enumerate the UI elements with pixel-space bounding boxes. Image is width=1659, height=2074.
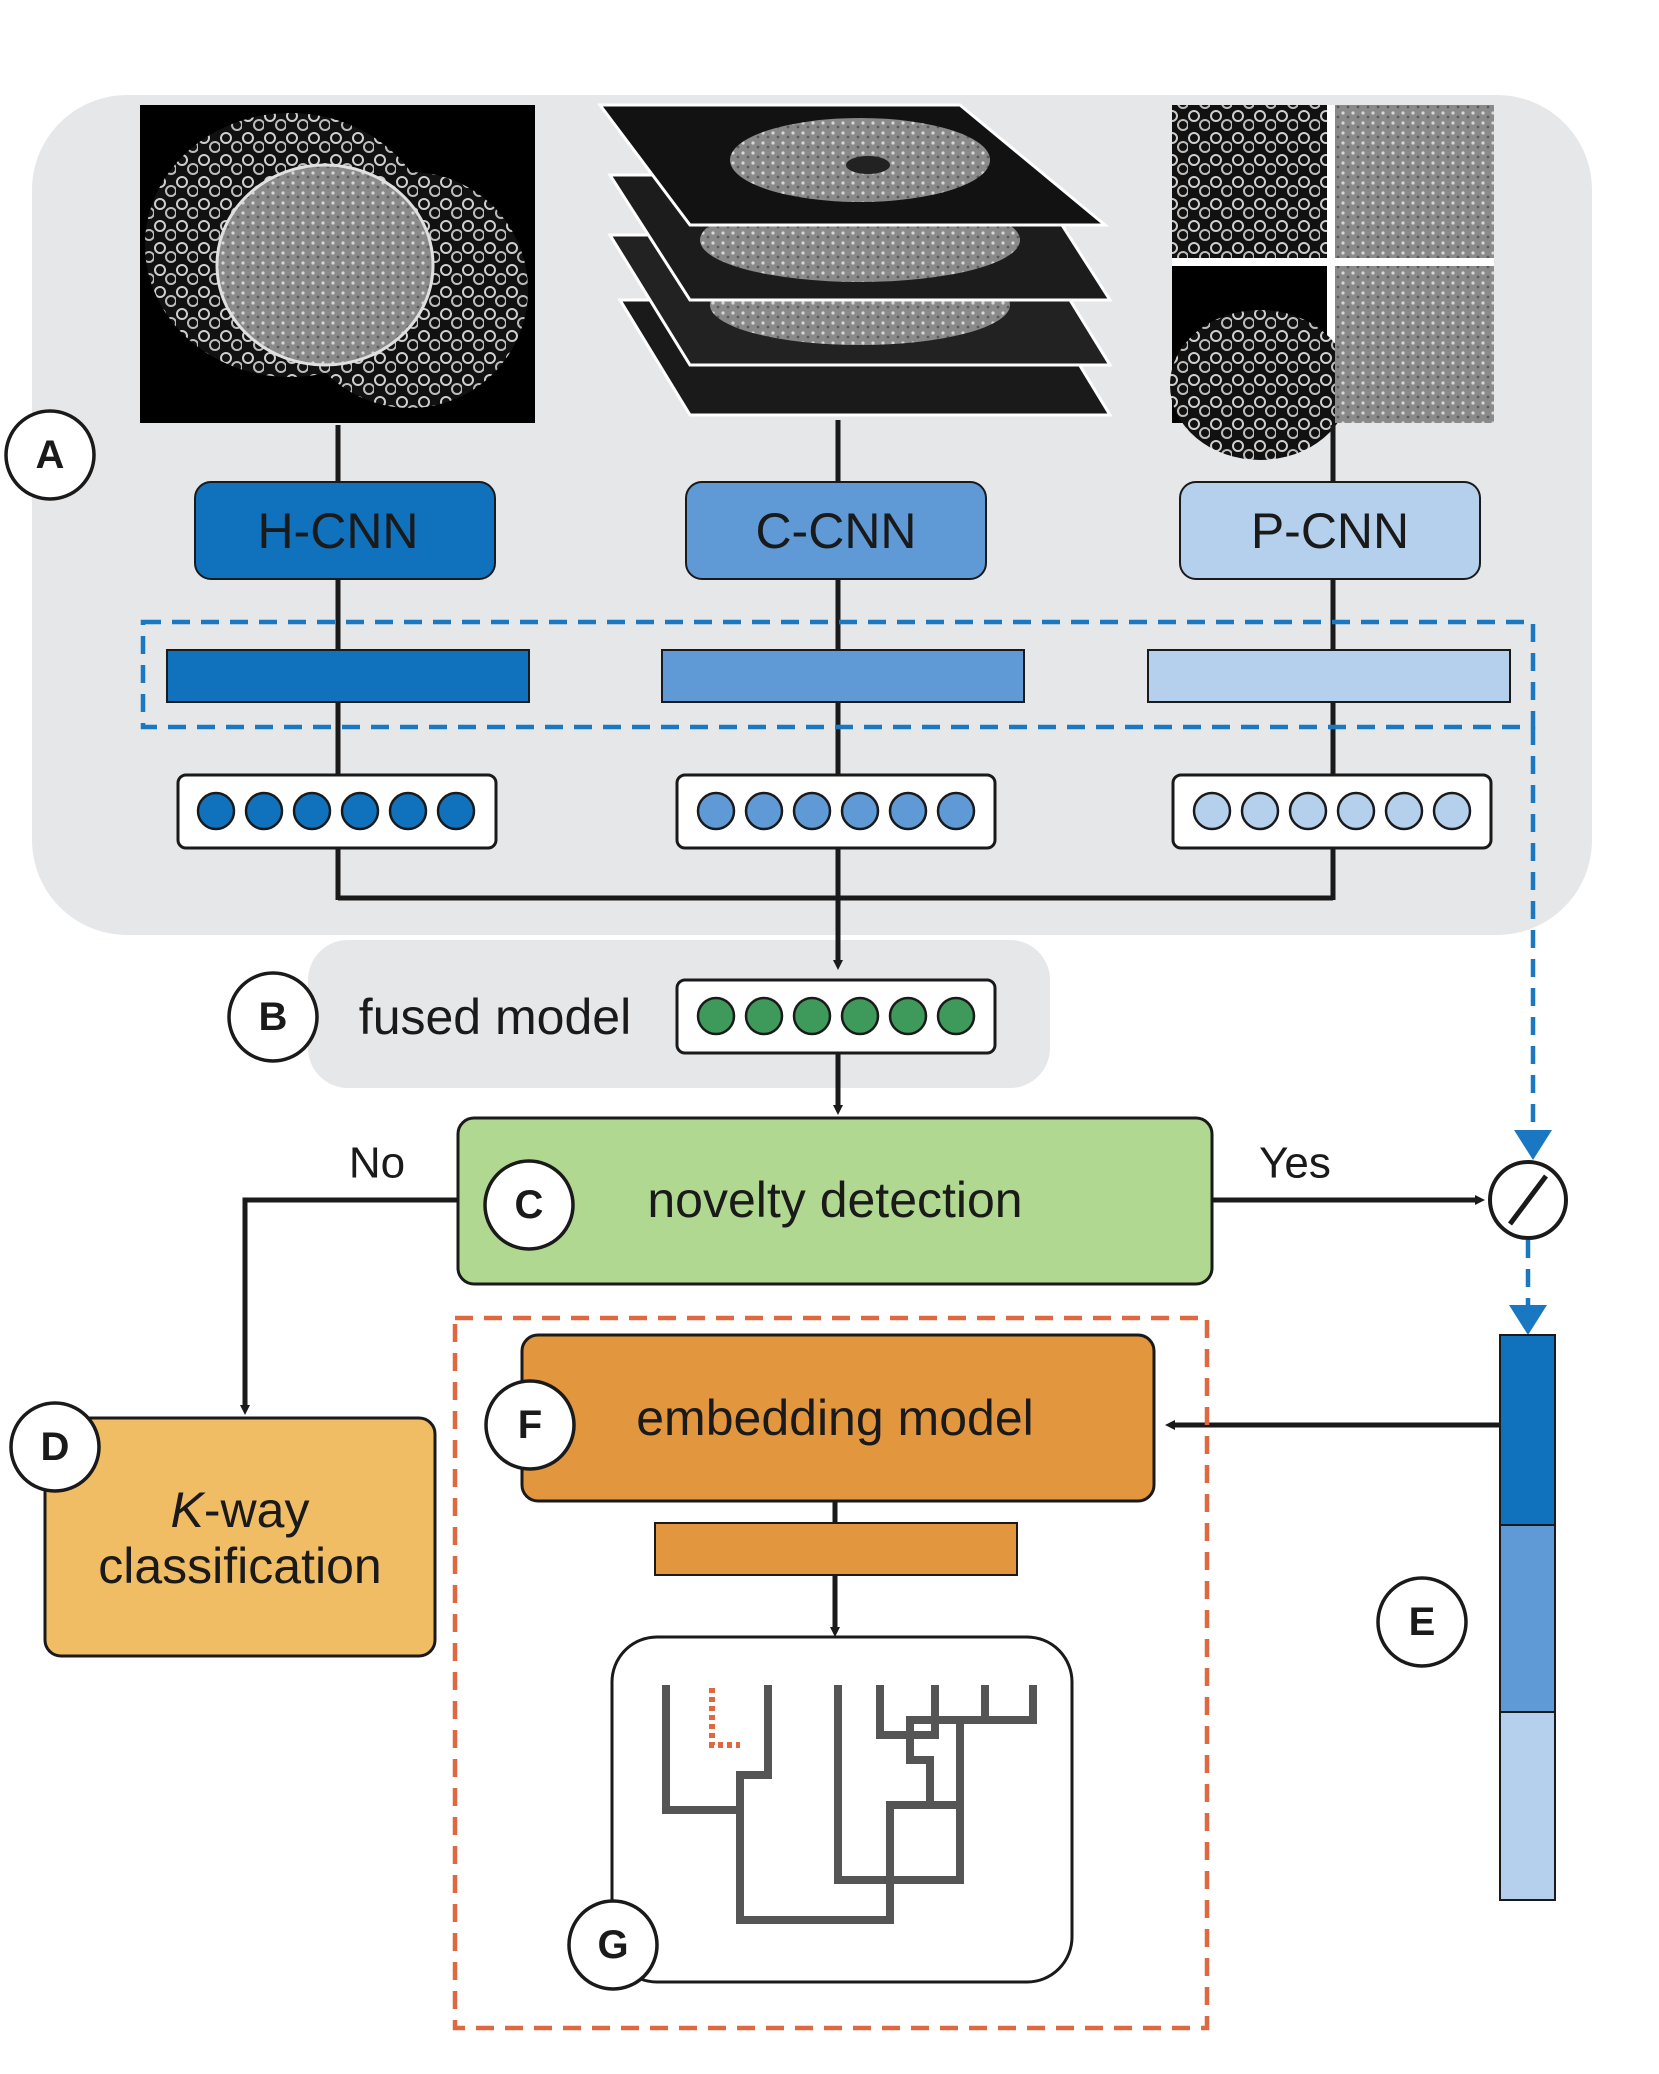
fused-model-label: fused model [359,989,631,1045]
h-node [340,791,380,831]
svg-text:G: G [597,1923,628,1967]
cnn-box-c: C-CNN [685,481,987,580]
svg-text:K-way: K-way [171,1482,310,1538]
label-g: G [567,1899,659,1991]
h-node [244,791,284,831]
svg-text:E: E [1409,1600,1436,1644]
node-vector-p [1171,773,1493,850]
svg-text:A: A [36,433,65,477]
c-node [696,791,736,831]
embedding-feature-bar [654,1522,1018,1576]
cnn-box-p: P-CNN [1179,481,1481,580]
c-node [792,791,832,831]
label-c: C [483,1159,575,1251]
c-cnn-label: C-CNN [755,503,916,559]
novelty-detection-label: novelty detection [647,1172,1022,1228]
combined-feature-vector [1499,1334,1556,1901]
c-node [888,791,928,831]
classification-line2: classification [98,1538,381,1594]
p-node [1336,791,1376,831]
classification-box: K-way classification [43,1416,437,1658]
fused-node [936,996,976,1036]
svg-text:F: F [518,1403,542,1447]
cnn-box-h: H-CNN [194,481,496,580]
h-node [292,791,332,831]
embedding-dashed-box [452,1315,1210,2031]
label-f: F [484,1379,576,1471]
fused-node [696,996,736,1036]
branch-no-label: No [349,1139,405,1188]
label-d: D [9,1401,101,1493]
microscopy-image-whole [140,105,535,423]
p-node [1288,791,1328,831]
h-node [196,791,236,831]
microscopy-image-patches [1170,105,1494,460]
p-node [1432,791,1472,831]
svg-text:C: C [515,1183,544,1227]
fused-node [792,996,832,1036]
feature-bar-c [661,649,1025,703]
embedding-model-box: embedding model [520,1333,1156,1503]
p-node [1240,791,1280,831]
label-b: B [227,971,319,1063]
feature-bar-h [166,649,530,703]
feature-selection-dashed-box [140,619,1536,730]
h-node [436,791,476,831]
microscopy-image-slices [597,103,1113,417]
label-e: E [1376,1576,1468,1668]
c-node [840,791,880,831]
p-node [1192,791,1232,831]
fused-node [840,996,880,1036]
node-vector-c [675,773,997,850]
classification-way: -way [204,1482,310,1538]
switch-icon [1488,1160,1568,1240]
h-cnn-label: H-CNN [257,503,418,559]
p-cnn-label: P-CNN [1251,503,1409,559]
embedding-model-label: embedding model [636,1390,1034,1446]
branch-yes-label: Yes [1259,1139,1331,1188]
classification-k: K [171,1482,207,1538]
p-node [1384,791,1424,831]
h-node [388,791,428,831]
svg-text:B: B [259,995,288,1039]
c-node [936,791,976,831]
fused-node [744,996,784,1036]
c-node [744,791,784,831]
feature-bar-p [1147,649,1511,703]
fused-node [888,996,928,1036]
svg-text:D: D [41,1425,70,1469]
fused-model: fused model [359,978,997,1055]
phylogenetic-tree-icon [610,1635,1074,1984]
label-a: A [4,409,96,501]
